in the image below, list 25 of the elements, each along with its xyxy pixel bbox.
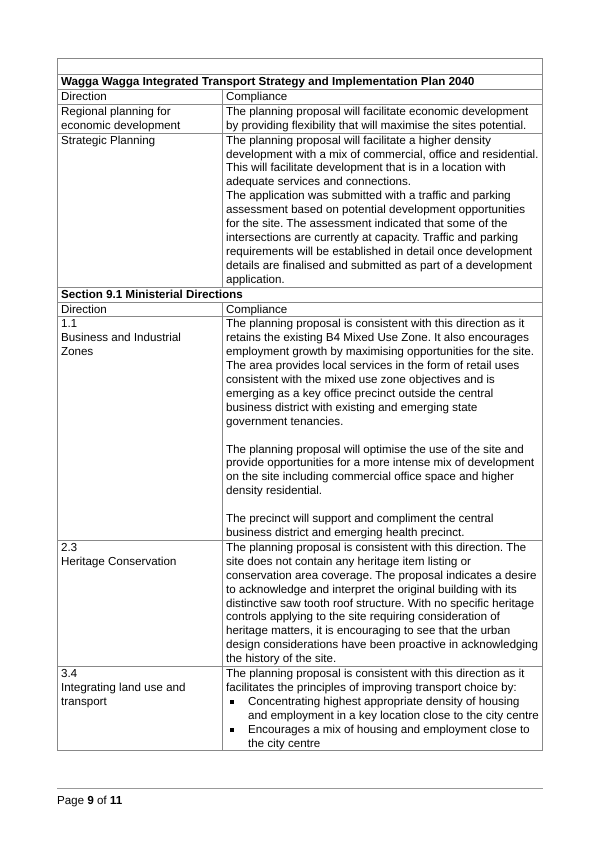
- section-heading: Wagga Wagga Integrated Transport Strategy and Implementation Plan 2040: [61, 75, 474, 88]
- column-header: Direction: [61, 302, 107, 316]
- compliance-text: The precinct will support and compliment the central business district and emerging health precinct.: [226, 512, 494, 540]
- compliance-text: The planning proposal is consistent with this direction. The site does not contain any heritage item listing or conservation area coverage. The proposal indicates a desire to acknowledge and interpret the original building with its distinctive saw tooth roof structure. With no specific heritage controls applying to the site requiring consideration of heritage matters, it is encouraging to see that the urban design considerations have been proactive in acknowledging the history of the site.: [226, 540, 539, 666]
- direction-text: Regional planning for economic development: [61, 104, 180, 132]
- section-heading: Section 9.1 Ministerial Directions: [61, 288, 243, 301]
- compliance-text: The planning proposal is consistent with this direction as it facilitates the principles of improving transport choice by:: [226, 667, 526, 695]
- compliance-text: The planning proposal will optimise the use of the site and provide opportunities for a more intense mix of development on the site including commercial office space and higher density residential.: [226, 442, 536, 498]
- compliance-text: The planning proposal is consistent with this direction as it retains the existing B4 Mixed Use Zone. It also encourages employment growth by maximising opportunities for the site. The area provides local services in the form of retail uses consistent with the mixed use zone objectives and is emerging as a key office precinct outside the central business district with existing and emerging state government tenancies.: [226, 317, 536, 429]
- column-header: Compliance: [226, 302, 288, 316]
- page-number: Page 9 of 11: [57, 794, 122, 808]
- direction-text: Heritage Conservation: [61, 554, 178, 569]
- compliance-text: The planning proposal will facilitate a higher density development with a mix of commercial, office and residential. This will facilitate development that is in a location with adequate services and connections.: [226, 134, 539, 190]
- direction-text: Business and Industrial Zones: [61, 331, 182, 360]
- direction-text: Integrating land use and transport: [61, 680, 186, 709]
- column-header: Compliance: [226, 90, 288, 104]
- column-header: Direction: [61, 90, 107, 103]
- direction-text: Strategic Planning: [61, 134, 156, 147]
- bullet-item: Concentrating highest appropriate density of housing and employment in a key location close to the city centre: [248, 694, 539, 723]
- direction-number: 3.4: [61, 667, 78, 681]
- compliance-text: The planning proposal will facilitate economic development by providing flexibility that will maximise the sites potential.: [226, 104, 530, 133]
- bullet-item: Encourages a mix of housing and employment close to the city centre: [248, 722, 531, 750]
- direction-number: 1.1: [61, 317, 78, 332]
- compliance-text: The application was submitted with a traffic and parking assessment based on potential development opportunities for the site. The assessment indicated that some of the intersections are currently at capacity. Traffic and parking requirements will be established in detail once development details are finalised and submitted as part of a development application.: [226, 189, 534, 287]
- direction-number: 2.3: [61, 540, 78, 555]
